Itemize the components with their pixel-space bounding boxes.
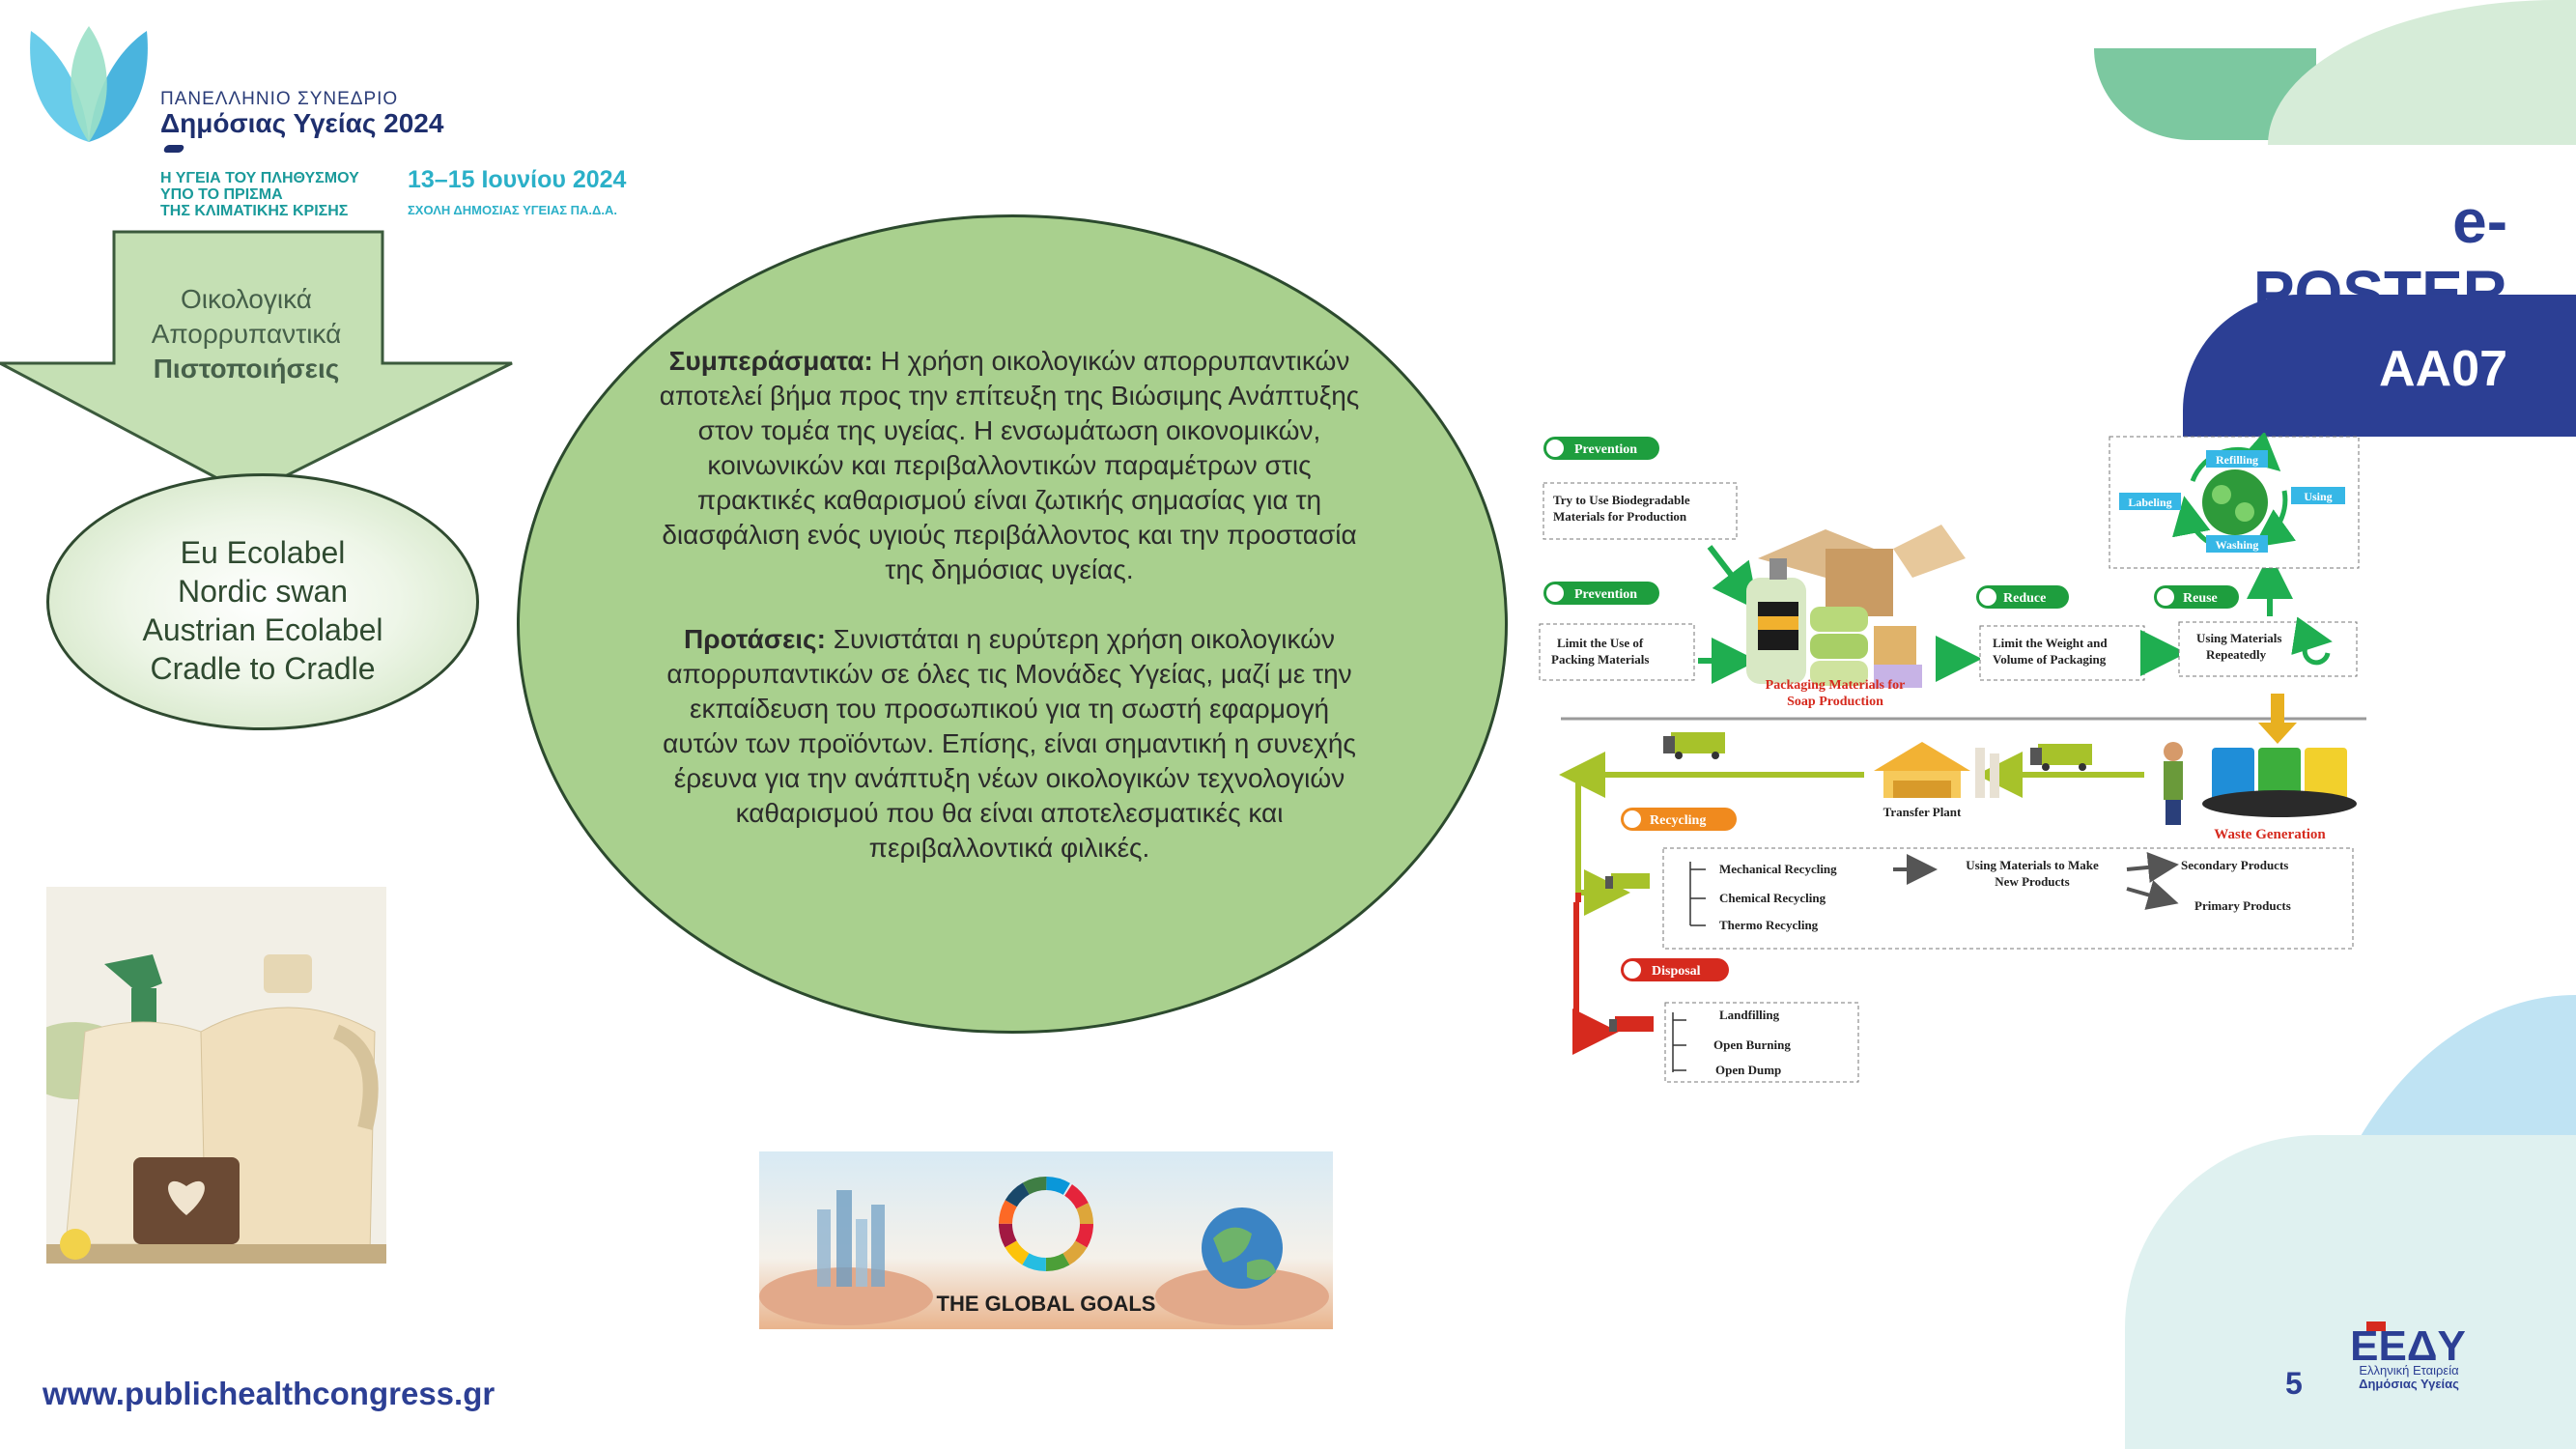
global-goals-banner: THE GLOBAL GOALS <box>759 1151 1333 1329</box>
logo-subtitle-3: ΤΗΣ ΚΛΙΜΑΤΙΚΗΣ ΚΡΙΣΗΣ <box>160 203 349 219</box>
reuse-box-line1: Using Materials <box>2196 631 2281 645</box>
sdg-wheel-icon <box>999 1177 1093 1271</box>
disposal-box <box>1664 1002 1859 1083</box>
reuse-tag <box>2154 585 2239 609</box>
prevention1-box-line1: Try to Use Biodegradable <box>1553 493 1690 507</box>
reduce-box <box>1979 625 2145 681</box>
waste-generation-label: Waste Generation <box>2214 827 2326 842</box>
global-goals-text: THE GLOBAL GOALS <box>937 1292 1156 1316</box>
truck-icon <box>1663 732 1725 759</box>
logo-line1: ΠΑΝΕΛΛΗΝΙΟ ΣΥΝΕΔΡΙΟ <box>160 89 399 109</box>
proposals-body: Συνιστάται η ευρύτερη χρήση οικολογικών … <box>663 624 1356 863</box>
cycle-center-icon <box>2202 469 2268 535</box>
conclusions-text: Συμπεράσματα: Η χρήση οικολογικών απορρυ… <box>657 344 1362 866</box>
proposals-paragraph: Προτάσεις: Συνιστάται η ευρύτερη χρήση ο… <box>657 622 1362 866</box>
logo-dates: 13–15 Ιουνίου 2024 <box>408 166 627 193</box>
cycle-refilling: Refilling <box>2216 453 2258 467</box>
conclusions-circle <box>517 214 1508 1034</box>
ecolabel-item: Nordic swan <box>177 574 349 609</box>
disposal-item-open-burning: Open Burning <box>1713 1037 1791 1052</box>
disposal-label: Disposal <box>1652 964 1701 979</box>
logo-subtitle: Η ΥΓΕΙΑ ΤΟΥ ΠΛΗΘΥΣΜΟΥ ΥΠΟ ΤΟ ΠΡΙΣΜΑ ΤΗΣ … <box>160 170 359 219</box>
prevention2-tag <box>1543 582 1659 605</box>
prevention2-box-line1: Limit the Use of <box>1557 636 1644 650</box>
arrow-line2: Απορρυπαντικά <box>151 319 342 349</box>
prevention2-box <box>1539 623 1695 681</box>
eeddy-line2: Δημόσιας Υγείας <box>2359 1377 2459 1391</box>
logo-subtitle-2: ΥΠΟ ΤΟ ΠΡΙΣΜΑ <box>160 186 283 203</box>
reduce-box-line1: Limit the Weight and <box>1993 636 2108 650</box>
conclusions-body: Η χρήση οικολογικών απορρυπαντικών αποτε… <box>659 346 1360 584</box>
waste-bins-icon <box>2164 742 2357 825</box>
poster-code: ΑΑ07 <box>2379 341 2507 397</box>
recycling-item-mechanical: Mechanical Recycling <box>1719 862 1837 876</box>
proposals-heading: Προτάσεις: <box>684 624 826 654</box>
logo-line2: Δημόσιας Υγείας 2024 <box>160 108 444 138</box>
cleaning-bottles-photo <box>46 887 386 1264</box>
ecolabels-list: Eu Ecolabel Nordic swan Austrian Ecolabe… <box>97 533 429 688</box>
cycle-using: Using <box>2304 490 2332 503</box>
prevention1-box-line2: Materials for Production <box>1553 509 1687 524</box>
transfer-plant-icon <box>1874 742 1999 798</box>
packaging-lifecycle-diagram: Prevention Try to Use Biodegradable Mate… <box>1539 433 2366 1083</box>
arrow-line3: Πιστοποιήσεις <box>153 354 340 384</box>
new-products-line2: New Products <box>1995 874 2069 889</box>
ecolabel-item: Eu Ecolabel <box>180 535 346 570</box>
global-goals-illustration: THE GLOBAL GOALS <box>759 1177 1329 1325</box>
truck-icon <box>1609 1016 1654 1032</box>
logo-dash <box>162 145 185 153</box>
reuse-label: Reuse <box>2183 591 2218 606</box>
ecolabel-item: Cradle to Cradle <box>150 651 376 686</box>
truck-icon <box>1605 873 1650 889</box>
disposal-tag <box>1621 958 1729 981</box>
reduce-tag <box>1976 585 2069 609</box>
bottles-illustration <box>46 887 386 1264</box>
new-products-line1: Using Materials to Make <box>1966 858 2099 872</box>
center-caption-line1: Packaging Materials for <box>1766 678 1906 693</box>
transfer-plant-label: Transfer Plant <box>1883 805 1962 819</box>
center-caption-line2: Soap Production <box>1787 695 1883 709</box>
logo-school: ΣΧΟΛΗ ΔΗΜΟΣΙΑΣ ΥΓΕΙΑΣ ΠΑ.Δ.Α. <box>408 203 617 217</box>
recycling-tag <box>1621 808 1737 831</box>
eeddy-line1: Ελληνική Εταιρεία <box>2359 1363 2459 1378</box>
decor-leaf-light <box>2268 0 2576 145</box>
cycle-washing: Washing <box>2216 538 2259 552</box>
prevention2-box-line2: Packing Materials <box>1551 652 1649 667</box>
recycling-item-chemical: Chemical Recycling <box>1719 891 1826 905</box>
prevention2-label: Prevention <box>1574 587 1637 602</box>
conclusions-heading: Συμπεράσματα: <box>668 346 873 376</box>
reuse-box-line2: Repeatedly <box>2206 647 2267 662</box>
reduce-label: Reduce <box>2003 591 2046 606</box>
arrow-text: Οικολογικά Απορρυπαντικά Πιστοποιήσεις <box>116 282 377 386</box>
truck-icon <box>2030 744 2092 771</box>
disposal-item-landfilling: Landfilling <box>1719 1008 1780 1022</box>
website-link[interactable]: www.publichealthcongress.gr <box>42 1376 495 1411</box>
reduce-box-line2: Volume of Packaging <box>1993 652 2107 667</box>
eeddy-logo: EEΔY <box>2350 1321 2466 1370</box>
disposal-item-open-dump: Open Dump <box>1715 1063 1781 1077</box>
ecolabel-item: Austrian Ecolabel <box>142 612 383 647</box>
cycle-labeling: Labeling <box>2128 496 2171 509</box>
prevention1-box <box>1543 482 1738 540</box>
eeddy-caption: Ελληνική Εταιρεία Δημόσιας Υγείας <box>2341 1364 2477 1391</box>
prevention1-tag <box>1543 437 1659 460</box>
recycling-box <box>1662 847 2354 950</box>
congress-logo-mark <box>30 26 148 142</box>
prevention1-label: Prevention <box>1574 442 1637 457</box>
arrow-line1: Οικολογικά <box>181 284 312 314</box>
conclusions-paragraph: Συμπεράσματα: Η χρήση οικολογικών απορρυ… <box>657 344 1362 587</box>
secondary-products-label: Secondary Products <box>2181 858 2288 872</box>
certifications-arrow <box>0 230 513 497</box>
recycling-label: Recycling <box>1650 813 1706 828</box>
primary-products-label: Primary Products <box>2194 898 2291 913</box>
recycling-item-thermo: Thermo Recycling <box>1719 918 1819 932</box>
logo-subtitle-1: Η ΥΓΕΙΑ ΤΟΥ ΠΛΗΘΥΣΜΟΥ <box>160 170 359 186</box>
ecolabels-ellipse <box>46 473 479 730</box>
page-number: 5 <box>2285 1366 2303 1401</box>
decor-blob-mint <box>2125 1135 2576 1449</box>
packaging-products-icon <box>1746 525 1966 688</box>
poster-code-box <box>2183 295 2576 437</box>
